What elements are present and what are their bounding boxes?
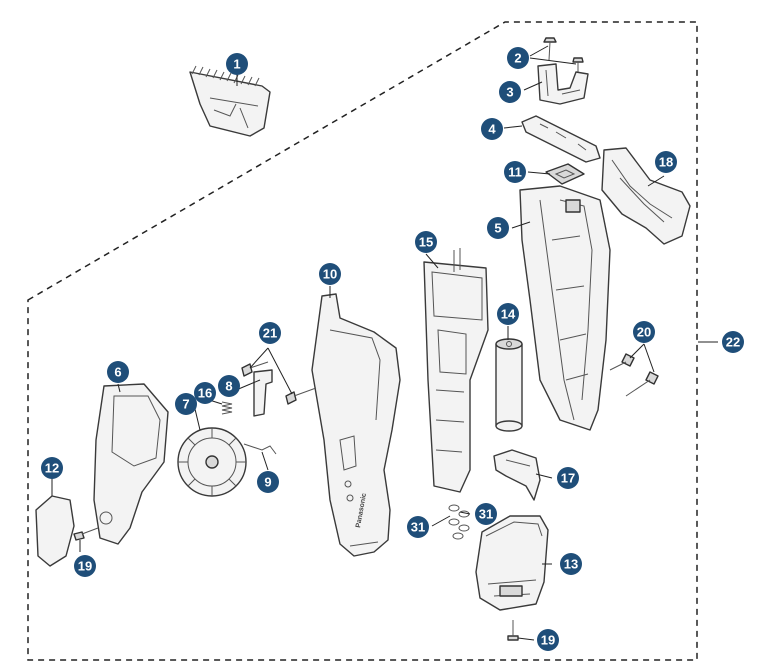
part-screw-bottom [507,620,519,641]
callout-19-left-label: 19 [78,559,92,574]
callout-14: 14 [497,303,519,325]
part-blade [189,65,271,137]
callout-13: 13 [560,553,582,575]
callout-12: 12 [41,457,63,479]
part-cap [35,495,75,567]
part-screw-left [73,527,99,541]
callouts: 1 2 3 4 5 6 7 8 9 10 11 12 13 14 15 16 1… [41,47,744,651]
callout-2: 2 [507,47,529,69]
callout-21: 21 [259,322,281,344]
callout-9: 9 [257,471,279,493]
part-frame [519,185,611,431]
callout-31-left: 31 [407,516,429,538]
callout-10-label: 10 [323,267,337,282]
part-bracket [537,63,589,105]
part-battery [495,338,523,432]
callout-6-label: 6 [114,365,121,380]
callout-8: 8 [218,375,240,397]
callout-7-label: 7 [182,397,189,412]
callout-1-label: 1 [233,57,240,72]
callout-10: 10 [319,263,341,285]
callout-17: 17 [557,467,579,489]
callout-15-label: 15 [419,235,433,250]
callout-31-right: 31 [475,503,497,525]
part-switch [253,369,273,417]
callout-31-left-label: 31 [411,520,425,535]
callout-19-bottom: 19 [537,629,559,651]
part-base [475,515,549,611]
callout-1: 1 [226,53,248,75]
callout-8-label: 8 [225,379,232,394]
callout-12-label: 12 [45,461,59,476]
part-dial [177,427,247,497]
callout-16: 16 [194,382,216,404]
callout-18: 18 [655,151,677,173]
part-main-housing: Panasonic [311,293,401,557]
callout-19-left: 19 [74,555,96,577]
part-screws-left [241,361,317,405]
callout-5-label: 5 [494,221,501,236]
callout-31-right-label: 31 [479,507,493,522]
callout-20-label: 20 [637,325,651,340]
callout-21-label: 21 [263,326,277,341]
callout-6: 6 [107,361,129,383]
part-wire-clip [243,443,277,455]
callout-3-label: 3 [506,85,513,100]
part-spring [221,401,233,415]
part-cover [93,383,169,545]
callout-3: 3 [499,81,521,103]
callout-9-label: 9 [264,475,271,490]
callout-17-label: 17 [561,471,575,486]
part-screws-top [543,37,584,80]
part-side-piece [601,147,691,245]
callout-7: 7 [175,393,197,415]
part-pad [545,163,585,185]
callout-22-label: 22 [726,335,740,350]
part-circuit-board [423,248,489,493]
callout-2-label: 2 [514,51,521,66]
part-bar [521,115,601,163]
part-screws-right [609,353,659,397]
callout-11-label: 11 [508,165,522,180]
callout-18-label: 18 [659,155,673,170]
callout-16-label: 16 [198,386,212,401]
callout-13-label: 13 [564,557,578,572]
callout-4: 4 [481,118,503,140]
part-clip [493,449,541,501]
part-o-rings [448,504,470,540]
callout-20: 20 [633,321,655,343]
callout-22: 22 [722,331,744,353]
callout-4-label: 4 [488,122,496,137]
callout-14-label: 14 [501,307,516,322]
callout-11: 11 [504,161,526,183]
callout-19-bottom-label: 19 [541,633,555,648]
callout-15: 15 [415,231,437,253]
callout-5: 5 [487,217,509,239]
